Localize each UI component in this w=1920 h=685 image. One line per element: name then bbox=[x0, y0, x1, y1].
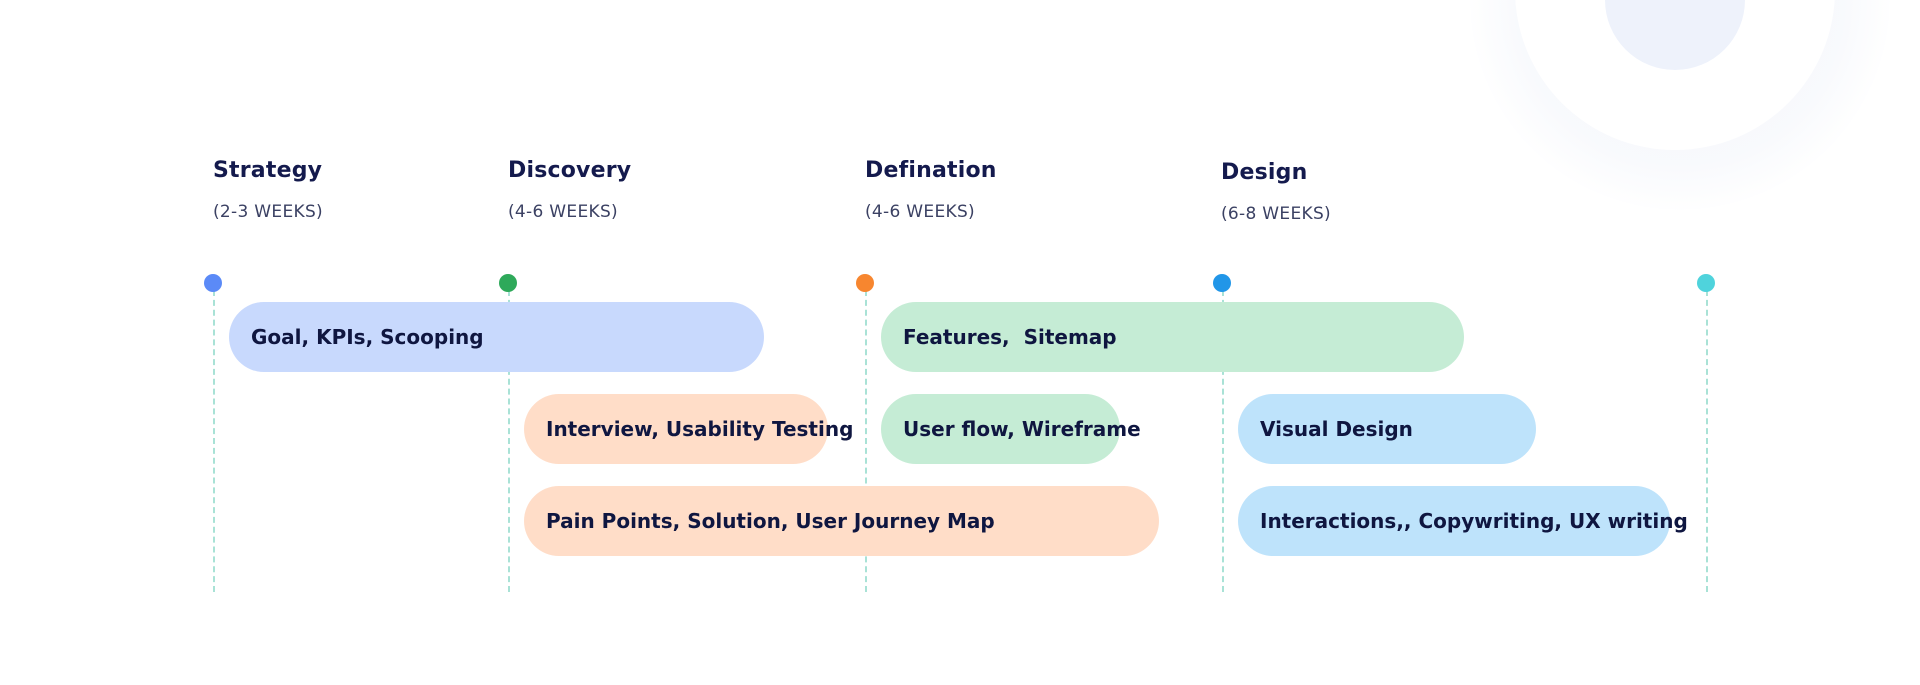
milestone-dot-strategy bbox=[204, 274, 222, 292]
phase-title-defination: Defination bbox=[865, 158, 997, 183]
timeline-line-design bbox=[1222, 290, 1224, 592]
task-bar-interview-usability-testing: Interview, Usability Testing bbox=[524, 394, 853, 464]
task-bar-interactions-copywriting: Interactions,, Copywriting, UX writing bbox=[1238, 486, 1688, 556]
milestone-dot-discovery bbox=[499, 274, 517, 292]
milestone-dot-end bbox=[1697, 274, 1715, 292]
phase-title-discovery: Discovery bbox=[508, 158, 632, 183]
timeline-line-defination bbox=[865, 290, 867, 592]
phase-duration-design: (6-8 WEEKS) bbox=[1221, 204, 1331, 224]
decorative-circle-outer bbox=[1470, 0, 1890, 210]
task-bar-visual-design: Visual Design bbox=[1238, 394, 1536, 464]
phase-duration-discovery: (4-6 WEEKS) bbox=[508, 202, 618, 222]
milestone-dot-defination bbox=[856, 274, 874, 292]
phase-title-design: Design bbox=[1221, 160, 1308, 185]
decorative-circle-inner bbox=[1605, 0, 1745, 70]
task-bar-user-flow-wireframe: User flow, Wireframe bbox=[881, 394, 1141, 464]
phase-title-strategy: Strategy bbox=[213, 158, 323, 183]
task-bar-goal-kpis-scooping: Goal, KPIs, Scooping bbox=[229, 302, 764, 372]
phase-duration-strategy: (2-3 WEEKS) bbox=[213, 202, 323, 222]
task-bar-features-sitemap: Features, Sitemap bbox=[881, 302, 1464, 372]
timeline-line-discovery bbox=[508, 290, 510, 592]
decorative-circle-ring bbox=[1515, 0, 1835, 150]
timeline-line-strategy bbox=[213, 290, 215, 592]
timeline-line-end bbox=[1706, 290, 1708, 592]
phase-duration-defination: (4-6 WEEKS) bbox=[865, 202, 975, 222]
milestone-dot-design bbox=[1213, 274, 1231, 292]
task-bar-pain-points-journey-map: Pain Points, Solution, User Journey Map bbox=[524, 486, 1159, 556]
